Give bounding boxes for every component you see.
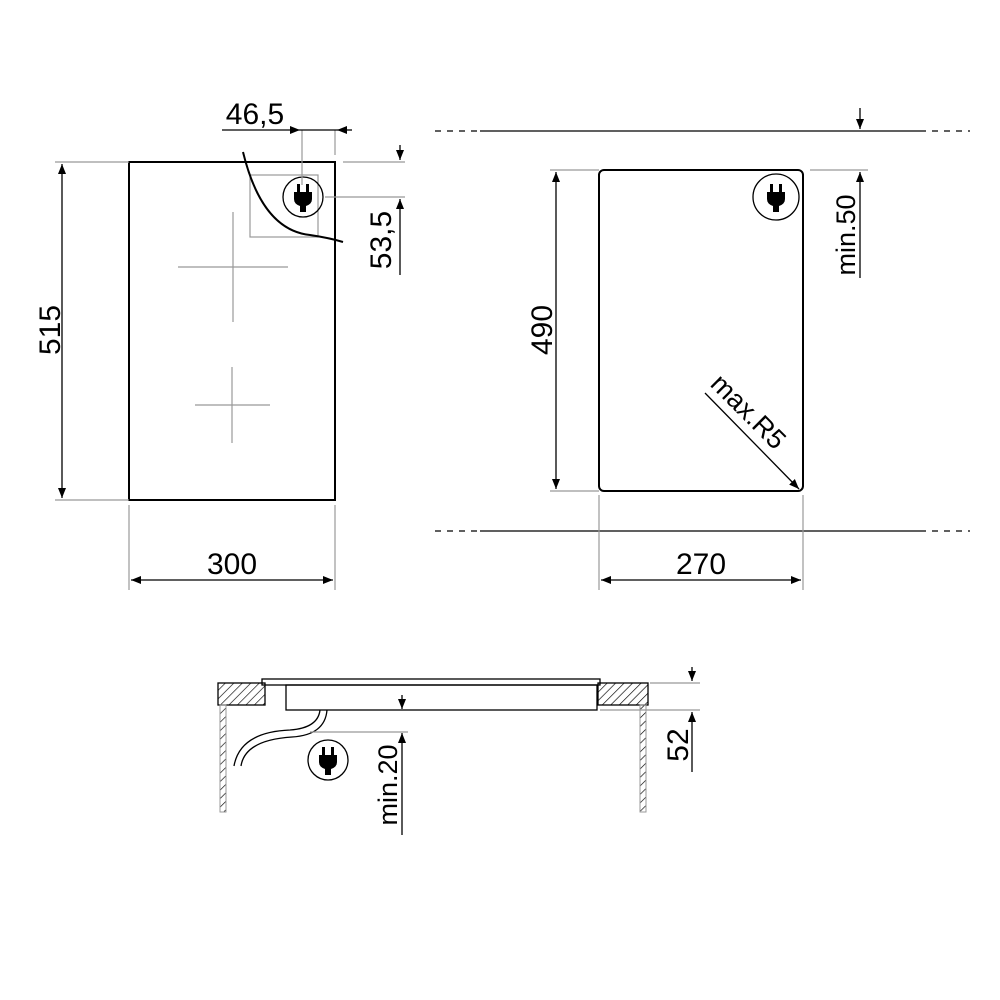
plug-offset-x-label: 46,5	[226, 98, 284, 131]
cutout-view: 490 270 min.50 max.R5	[435, 108, 970, 590]
cutout-height-label: 490	[526, 305, 559, 355]
height-label: 515	[34, 305, 67, 355]
hob-outline	[128, 161, 336, 501]
plug-icon	[307, 739, 349, 781]
cooking-zone-marks	[178, 174, 319, 443]
section-view: min.20 52	[217, 667, 700, 835]
plug-icon	[752, 173, 800, 221]
min-clearance-label: min.20	[373, 744, 403, 825]
clearance-label: min.50	[831, 194, 861, 275]
hob-body	[285, 684, 598, 711]
width-label: 300	[207, 548, 257, 581]
cutout-outline	[598, 169, 804, 492]
cable-curve	[242, 151, 344, 243]
plug-icon	[282, 176, 324, 218]
depth-label: 52	[662, 728, 695, 761]
cutout-width-label: 270	[676, 548, 726, 581]
hob-top-view: 515 300 46,5 53,5	[34, 98, 405, 590]
radius-label: max.R5	[705, 368, 792, 455]
glass-top	[261, 678, 601, 686]
plug-offset-y-label: 53,5	[365, 211, 398, 269]
